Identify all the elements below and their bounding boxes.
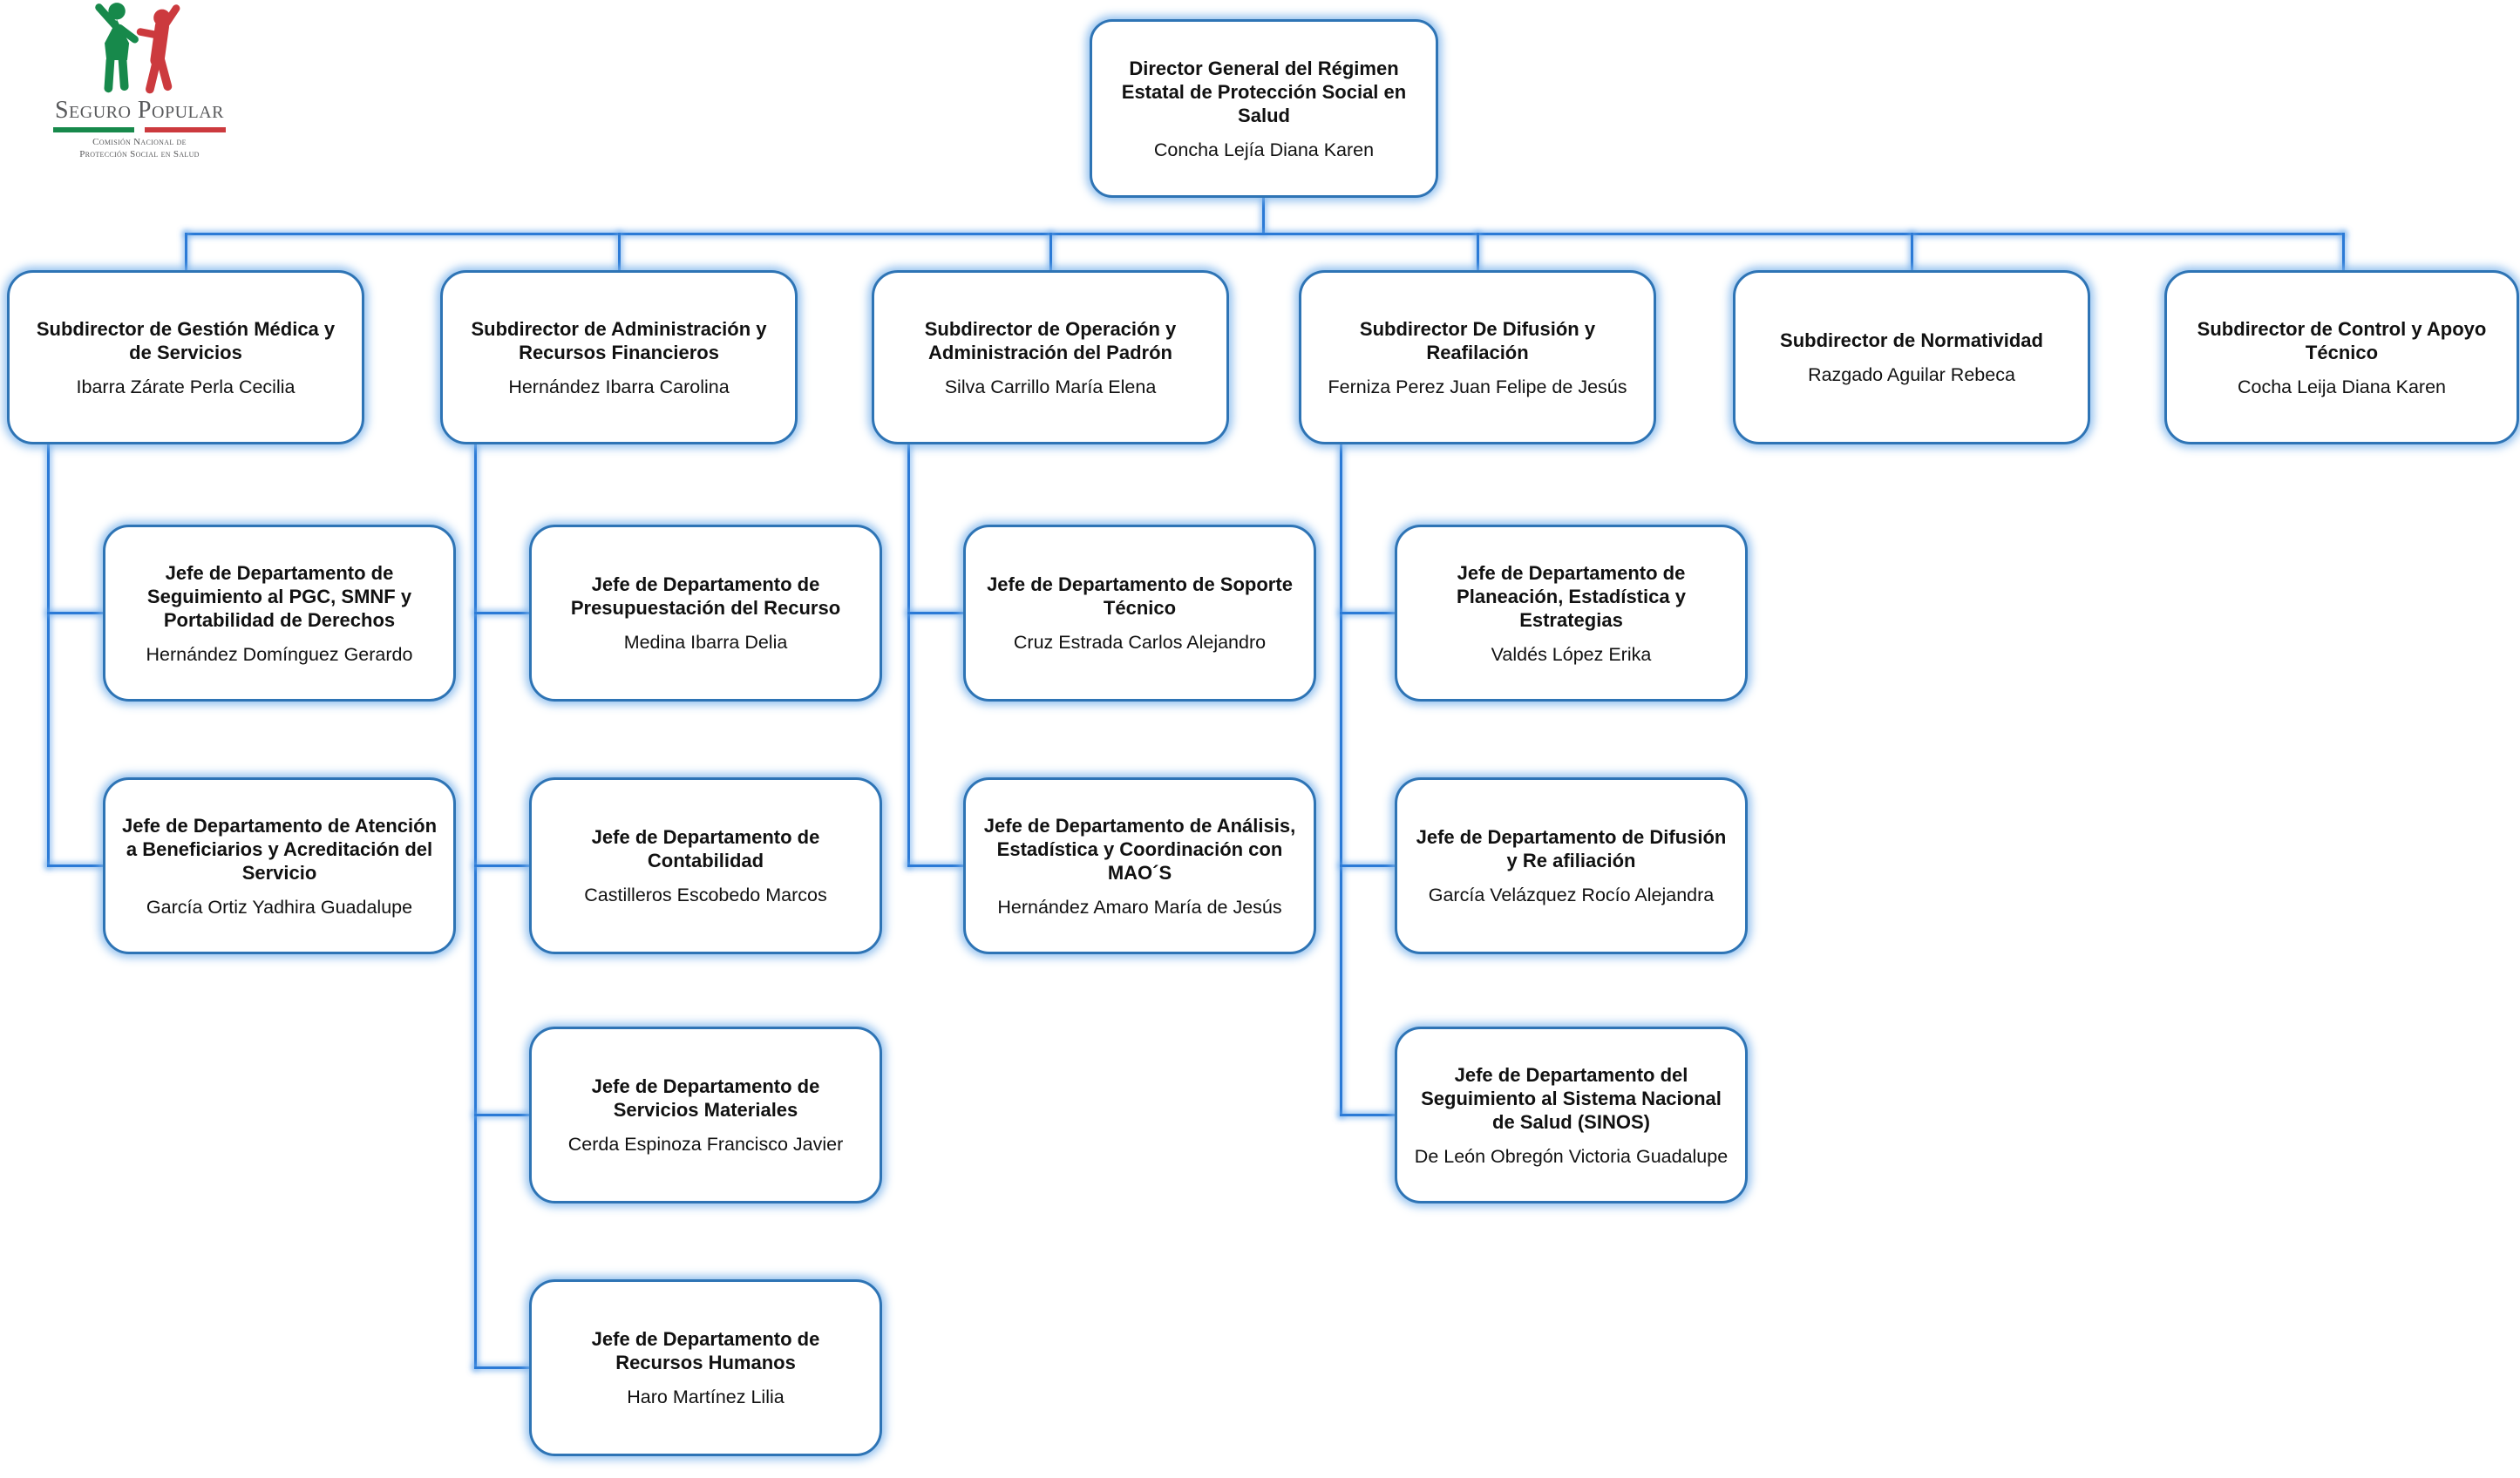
node-person-name: Silva Carrillo María Elena bbox=[944, 376, 1157, 397]
logo-bar-red bbox=[144, 127, 226, 132]
node-title: Jefe de Departamento de Presupuestación … bbox=[570, 573, 841, 619]
node-title: Subdirector De Difusión y Reafilación bbox=[1359, 317, 1596, 363]
node-person-name: Valdés López Erika bbox=[1491, 643, 1652, 665]
org-node-jefe-seguimiento-pgc: Jefe de Departamento de Seguimiento al P… bbox=[103, 525, 456, 702]
node-title: Jefe de Departamento de Atención a Benef… bbox=[121, 814, 438, 884]
connector-col1-stub-2 bbox=[47, 864, 103, 867]
org-node-subdirector-gestion-medica: Subdirector de Gestión Médica y de Servi… bbox=[7, 270, 364, 444]
org-node-subdirector-administracion: Subdirector de Administración y Recursos… bbox=[440, 270, 798, 444]
node-person-name: Hernández Domínguez Gerardo bbox=[146, 643, 413, 665]
org-node-jefe-analisis-estadistica: Jefe de Departamento de Análisis, Estadí… bbox=[963, 777, 1316, 954]
org-node-subdirector-operacion-padron: Subdirector de Operación y Administració… bbox=[872, 270, 1229, 444]
node-title: Jefe de Departamento de Planeación, Esta… bbox=[1457, 561, 1686, 631]
node-person-name: Medina Ibarra Delia bbox=[623, 632, 788, 653]
seguro-popular-logo: Seguro Popular Comisión Nacional de Prot… bbox=[35, 2, 244, 160]
node-person-name: Haro Martínez Lilia bbox=[627, 1386, 785, 1407]
connector-top-bus bbox=[185, 233, 2345, 235]
node-title: Subdirector de Administración y Recursos… bbox=[471, 317, 767, 363]
node-title: Jefe de Departamento de Análisis, Estadí… bbox=[983, 814, 1296, 884]
org-node-subdirector-normatividad: Subdirector de Normatividad Razgado Agui… bbox=[1733, 270, 2090, 444]
node-person-name: Cruz Estrada Carlos Alejandro bbox=[1013, 632, 1267, 653]
connector-drop-6 bbox=[2342, 233, 2345, 272]
node-title: Subdirector de Control y Apoyo Técnico bbox=[2197, 317, 2487, 363]
logo-org-line1: Comisión Nacional de bbox=[92, 137, 187, 147]
org-node-director-general: Director General del Régimen Estatal de … bbox=[1090, 19, 1438, 198]
connector-drop-1 bbox=[185, 233, 187, 272]
connector-drop-4 bbox=[1477, 233, 1479, 272]
connector-col2-stub-1 bbox=[474, 612, 529, 614]
connector-drop-3 bbox=[1049, 233, 1052, 272]
logo-figures-icon bbox=[95, 3, 180, 94]
logo-brand-text: Seguro Popular bbox=[54, 97, 225, 124]
org-node-jefe-presupuestacion: Jefe de Departamento de Presupuestación … bbox=[529, 525, 882, 702]
org-node-jefe-recursos-humanos: Jefe de Departamento de Recursos Humanos… bbox=[529, 1279, 882, 1456]
node-person-name: Cocha Leija Diana Karen bbox=[2237, 376, 2447, 397]
node-person-name: Hernández Amaro María de Jesús bbox=[997, 896, 1282, 918]
connector-col4-stub-2 bbox=[1340, 864, 1395, 867]
logo-org-name: Comisión Nacional de Protección Social e… bbox=[79, 137, 200, 160]
org-node-subdirector-difusion: Subdirector De Difusión y Reafilación Fe… bbox=[1299, 270, 1656, 444]
node-title: Jefe de Departamento de Recursos Humanos bbox=[591, 1328, 820, 1373]
logo-bar-gap bbox=[134, 127, 145, 132]
connector-director-stub bbox=[1262, 198, 1265, 234]
node-person-name: De León Obregón Victoria Guadalupe bbox=[1414, 1145, 1729, 1167]
org-node-jefe-planeacion-estadistica: Jefe de Departamento de Planeación, Esta… bbox=[1395, 525, 1748, 702]
connector-col2-stub-2 bbox=[474, 864, 529, 867]
connector-col4-stub-3 bbox=[1340, 1114, 1395, 1116]
node-title: Subdirector de Gestión Médica y de Servi… bbox=[36, 317, 336, 363]
logo-bar-green bbox=[53, 127, 135, 132]
connector-col1-trunk bbox=[47, 444, 50, 867]
connector-col3-trunk bbox=[907, 444, 910, 867]
node-title: Jefe de Departamento del Seguimiento al … bbox=[1421, 1063, 1722, 1133]
node-title: Director General del Régimen Estatal de … bbox=[1121, 57, 1407, 126]
node-person-name: Hernández Ibarra Carolina bbox=[508, 376, 730, 397]
node-person-name: Castilleros Escobedo Marcos bbox=[584, 885, 827, 905]
node-person-name: Razgado Aguilar Rebeca bbox=[1808, 364, 2015, 385]
org-node-subdirector-control-apoyo: Subdirector de Control y Apoyo Técnico C… bbox=[2164, 270, 2519, 444]
node-person-name: Ferniza Perez Juan Felipe de Jesús bbox=[1328, 376, 1627, 397]
node-person-name: Cerda Espinoza Francisco Javier bbox=[567, 1134, 844, 1155]
connector-col3-stub-1 bbox=[907, 612, 963, 614]
node-person-name: García Ortiz Yadhira Guadalupe bbox=[146, 896, 413, 918]
node-title: Jefe de Departamento de Servicios Materi… bbox=[591, 1075, 820, 1121]
logo-org-line2: Protección Social en Salud bbox=[79, 148, 200, 159]
node-title: Jefe de Departamento de Seguimiento al P… bbox=[146, 561, 412, 631]
connector-col4-stub-1 bbox=[1340, 612, 1395, 614]
connector-col2-stub-3 bbox=[474, 1114, 529, 1116]
connector-drop-5 bbox=[1911, 233, 1913, 272]
org-node-jefe-seguimiento-sinos: Jefe de Departamento del Seguimiento al … bbox=[1395, 1027, 1748, 1203]
org-node-jefe-contabilidad: Jefe de Departamento de Contabilidad Cas… bbox=[529, 777, 882, 954]
connector-col2-stub-4 bbox=[474, 1366, 529, 1369]
connector-drop-2 bbox=[618, 233, 621, 272]
org-node-jefe-difusion-reafiliacion: Jefe de Departamento de Difusión y Re af… bbox=[1395, 777, 1748, 954]
connector-col2-trunk bbox=[474, 444, 477, 1369]
node-title: Subdirector de Normatividad bbox=[1780, 329, 2043, 351]
org-node-jefe-soporte-tecnico: Jefe de Departamento de Soporte Técnico … bbox=[963, 525, 1316, 702]
connector-col3-stub-2 bbox=[907, 864, 963, 867]
org-node-jefe-atencion-beneficiarios: Jefe de Departamento de Atención a Benef… bbox=[103, 777, 456, 954]
node-person-name: Concha Lejía Diana Karen bbox=[1153, 139, 1375, 160]
node-title: Jefe de Departamento de Soporte Técnico bbox=[987, 573, 1293, 619]
connector-col4-trunk bbox=[1340, 444, 1342, 1116]
node-person-name: García Velázquez Rocío Alejandra bbox=[1428, 885, 1715, 905]
node-title: Subdirector de Operación y Administració… bbox=[924, 317, 1177, 363]
node-title: Jefe de Departamento de Difusión y Re af… bbox=[1416, 826, 1727, 871]
org-node-jefe-servicios-materiales: Jefe de Departamento de Servicios Materi… bbox=[529, 1027, 882, 1203]
logo-tricolor-bar bbox=[53, 127, 226, 132]
node-title: Jefe de Departamento de Contabilidad bbox=[591, 826, 820, 871]
node-person-name: Ibarra Zárate Perla Cecilia bbox=[76, 376, 295, 397]
connector-col1-stub-1 bbox=[47, 612, 103, 614]
